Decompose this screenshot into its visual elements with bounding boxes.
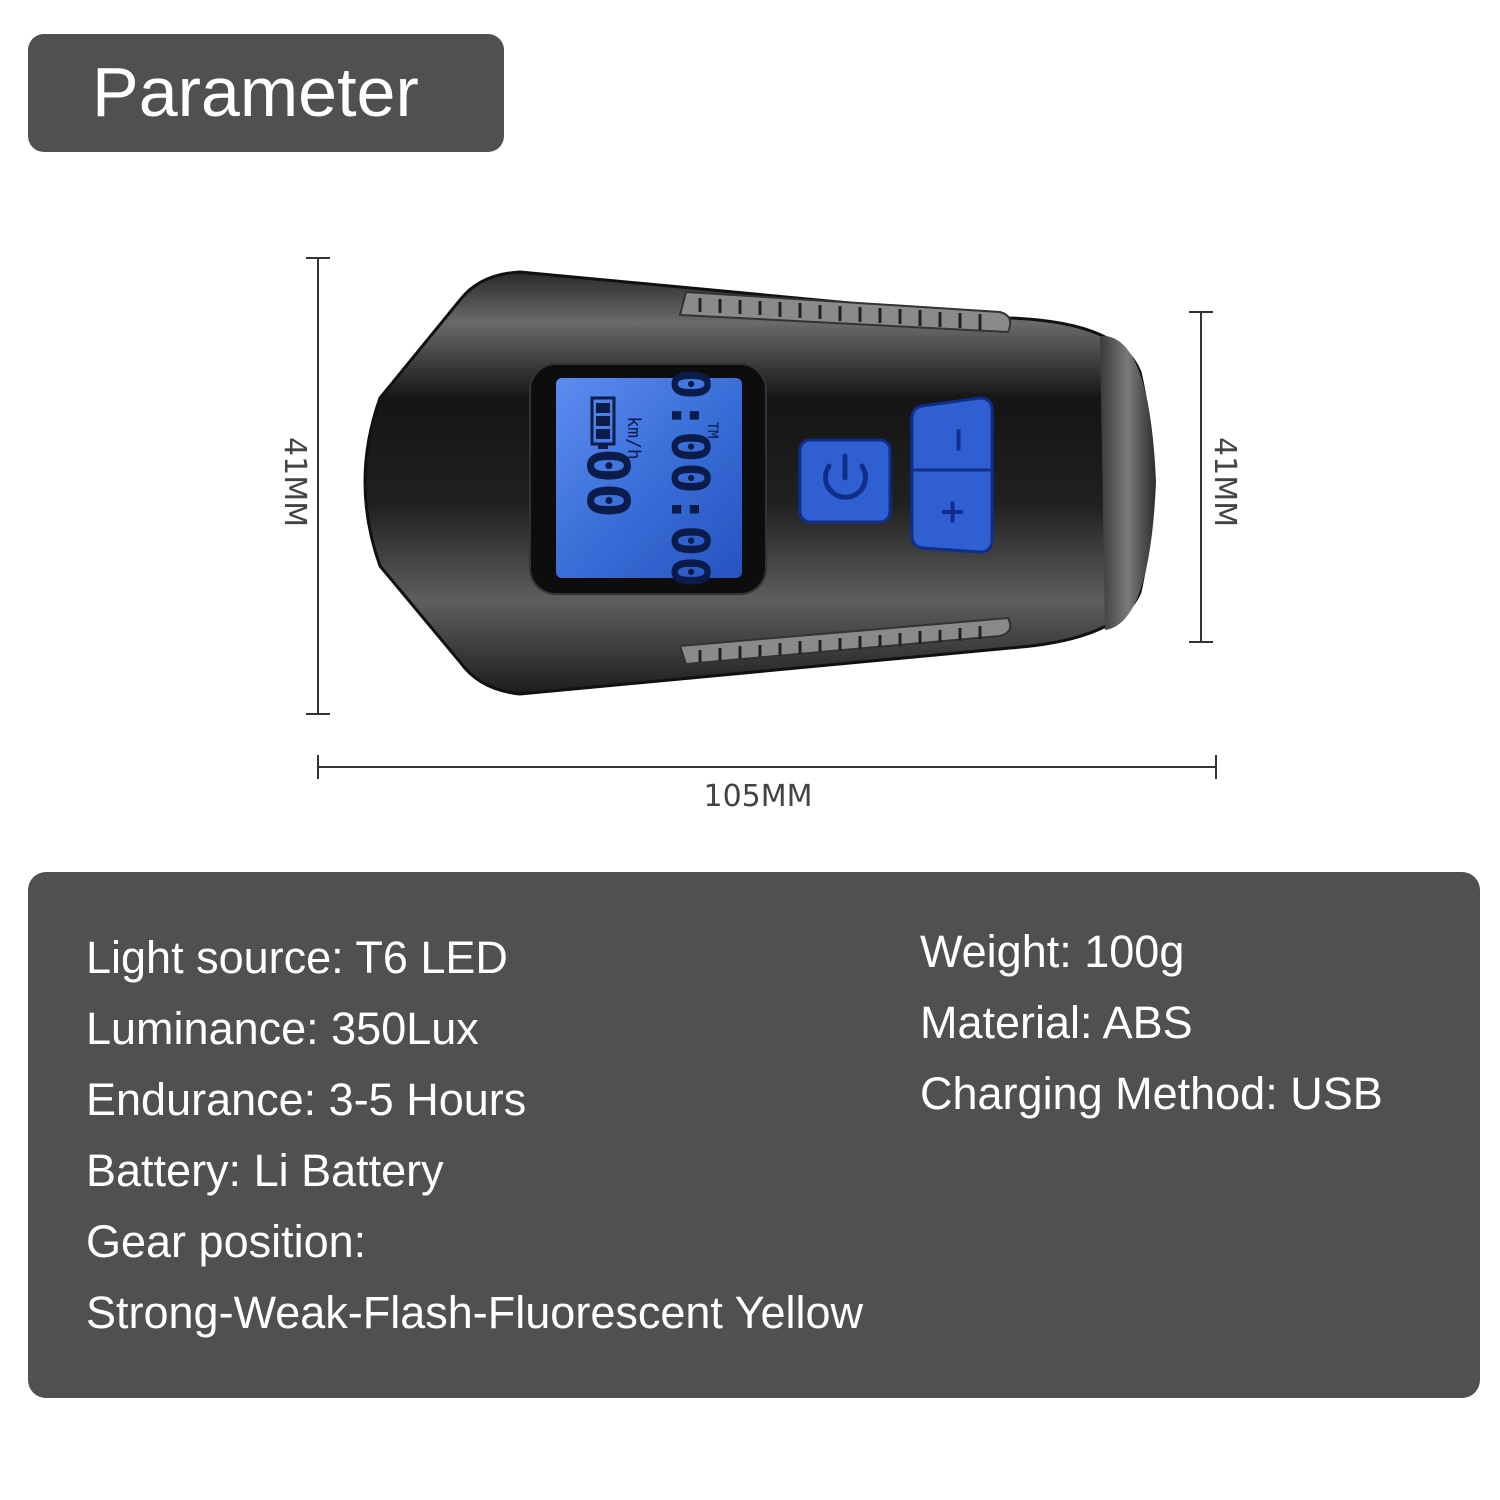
lcd-screen: [556, 378, 742, 578]
page-title: Parameter: [92, 53, 419, 131]
front-lens: [1100, 336, 1156, 630]
spec-luminance: Luminance: 350Lux: [86, 1003, 479, 1054]
left-dimension-line: [306, 257, 330, 715]
spec-charging: Charging Method: USB: [920, 1068, 1383, 1119]
right-dimension-line: [1189, 311, 1213, 643]
spec-battery: Battery: Li Battery: [86, 1145, 444, 1196]
spec-list-left: Light source: T6 LED Luminance: 350Lux E…: [86, 922, 863, 1348]
right-height-label: 41MM: [1207, 437, 1242, 527]
title-badge: Parameter: [28, 34, 504, 152]
lcd-speed: 00: [574, 448, 642, 518]
lcd-tm-label: TM: [704, 422, 720, 439]
spec-list-right: Weight: 100g Material: ABS Charging Meth…: [920, 916, 1383, 1129]
left-height-label: 41MM: [277, 437, 312, 527]
battery-icon: [590, 396, 616, 449]
bottom-dimension-line: [317, 755, 1217, 779]
lcd-time: 0:00:00: [659, 368, 719, 587]
spec-endurance: Endurance: 3-5 Hours: [86, 1074, 527, 1125]
spec-material: Material: ABS: [920, 997, 1193, 1048]
adjust-button[interactable]: − +: [910, 396, 994, 554]
minus-label: −: [939, 426, 979, 455]
spec-gear-modes: Strong-Weak-Flash-Fluorescent Yellow: [86, 1287, 864, 1338]
headlight-device: 00 km/h 0:00:00 TM − +: [363, 270, 1156, 696]
power-button[interactable]: [798, 438, 892, 524]
product-illustration: 41MM 41MM 105MM: [277, 257, 1242, 814]
spec-gear-position: Gear position:: [86, 1216, 367, 1267]
width-label: 105MM: [703, 779, 812, 814]
bottom-grip: [678, 616, 1012, 666]
power-icon: [823, 453, 868, 500]
spec-light-source: Light source: T6 LED: [86, 932, 508, 983]
plus-label: +: [933, 498, 973, 527]
spec-weight: Weight: 100g: [920, 926, 1185, 977]
top-grip: [678, 290, 1012, 334]
lcd-speed-unit: km/h: [623, 416, 644, 459]
spec-panel: Light source: T6 LED Luminance: 350Lux E…: [28, 872, 1480, 1398]
